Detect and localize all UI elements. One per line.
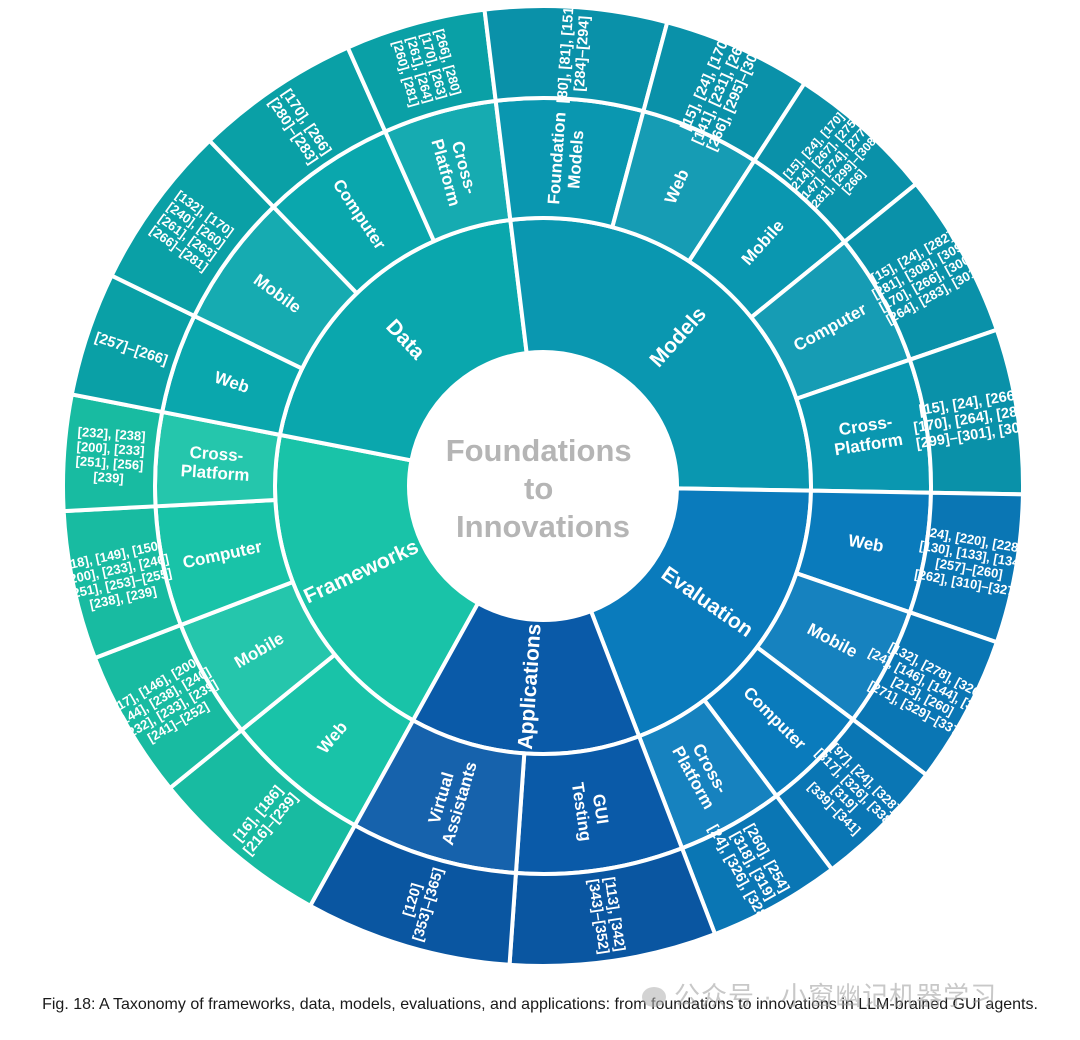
refs-sector-applications-virtual-assistants xyxy=(308,823,518,967)
center-circle xyxy=(409,352,677,620)
refs-data-cross-platform: [266], [280][170], [263][261], [264][260… xyxy=(390,27,465,108)
refs-models-foundation-models: [80], [81], [151][284]–[294] xyxy=(555,1,594,105)
watermark: 公众号 · 小窗幽记机器学习 xyxy=(642,976,997,1013)
label-frameworks-cross-platform: Cross-Platform xyxy=(180,442,251,485)
figure-caption: Fig. 18: A Taxonomy of frameworks, data,… xyxy=(42,996,1038,1013)
wechat-icon xyxy=(642,987,666,1007)
refs-frameworks-cross-platform: [232], [238][200], [233][251], [256][239… xyxy=(74,424,146,487)
center-label: Foundations to Innovations xyxy=(446,433,641,544)
